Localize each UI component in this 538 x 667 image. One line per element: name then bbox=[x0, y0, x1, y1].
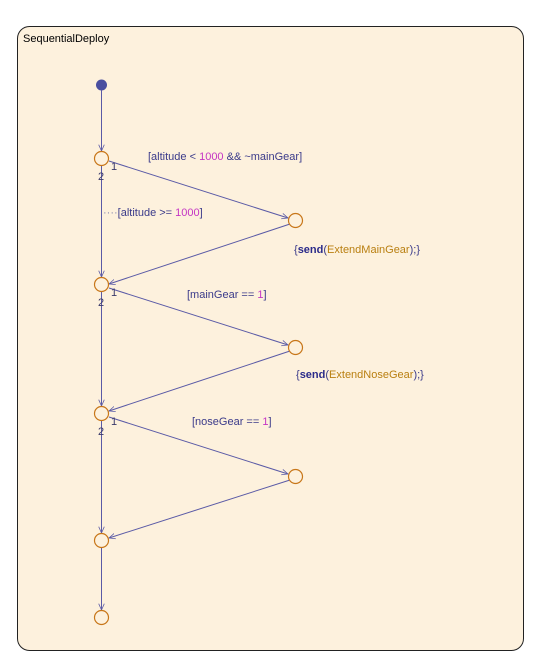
order-label-j3-1: 1 bbox=[111, 416, 117, 428]
condition-main-gear-deployed[interactable]: [mainGear == 1] bbox=[187, 289, 267, 301]
order-label-j2-2: 2 bbox=[98, 297, 104, 309]
junction-right-3[interactable] bbox=[287, 468, 304, 485]
order-label-j1-1: 1 bbox=[111, 161, 117, 173]
junction-left-4[interactable] bbox=[93, 532, 110, 549]
junction-right-1[interactable] bbox=[287, 212, 304, 229]
junction-left-1[interactable] bbox=[93, 150, 110, 167]
transition-r2-to-j3[interactable] bbox=[109, 350, 291, 411]
default-transition-dot bbox=[96, 79, 107, 91]
junction-left-5[interactable] bbox=[93, 609, 110, 626]
transition-j2-to-r2[interactable] bbox=[108, 287, 288, 345]
condition-altitude-above[interactable]: ····[altitude >= 1000] bbox=[103, 207, 203, 219]
transition-r3-to-j4[interactable] bbox=[109, 479, 291, 538]
condition-nose-gear-deployed[interactable]: [noseGear == 1] bbox=[192, 416, 272, 428]
transition-r1-to-j2[interactable] bbox=[109, 223, 291, 284]
order-label-j2-1: 1 bbox=[111, 287, 117, 299]
condition-altitude-below-and-no-main-gear[interactable]: [altitude < 1000 && ~mainGear] bbox=[148, 151, 302, 163]
transition-j3-to-r3[interactable] bbox=[108, 416, 288, 474]
order-label-j1-2: 2 bbox=[98, 171, 104, 183]
sequential-deploy-state[interactable] bbox=[17, 26, 524, 651]
transition-j1-to-r1[interactable] bbox=[108, 160, 288, 218]
junction-right-2[interactable] bbox=[287, 339, 304, 356]
action-extend-nose-gear[interactable]: {send(ExtendNoseGear);} bbox=[296, 369, 424, 381]
junction-left-2[interactable] bbox=[93, 276, 110, 293]
state-title: SequentialDeploy bbox=[23, 33, 110, 45]
order-label-j3-2: 2 bbox=[98, 426, 104, 438]
junction-left-3[interactable] bbox=[93, 405, 110, 422]
action-extend-main-gear[interactable]: {send(ExtendMainGear);} bbox=[294, 244, 420, 256]
